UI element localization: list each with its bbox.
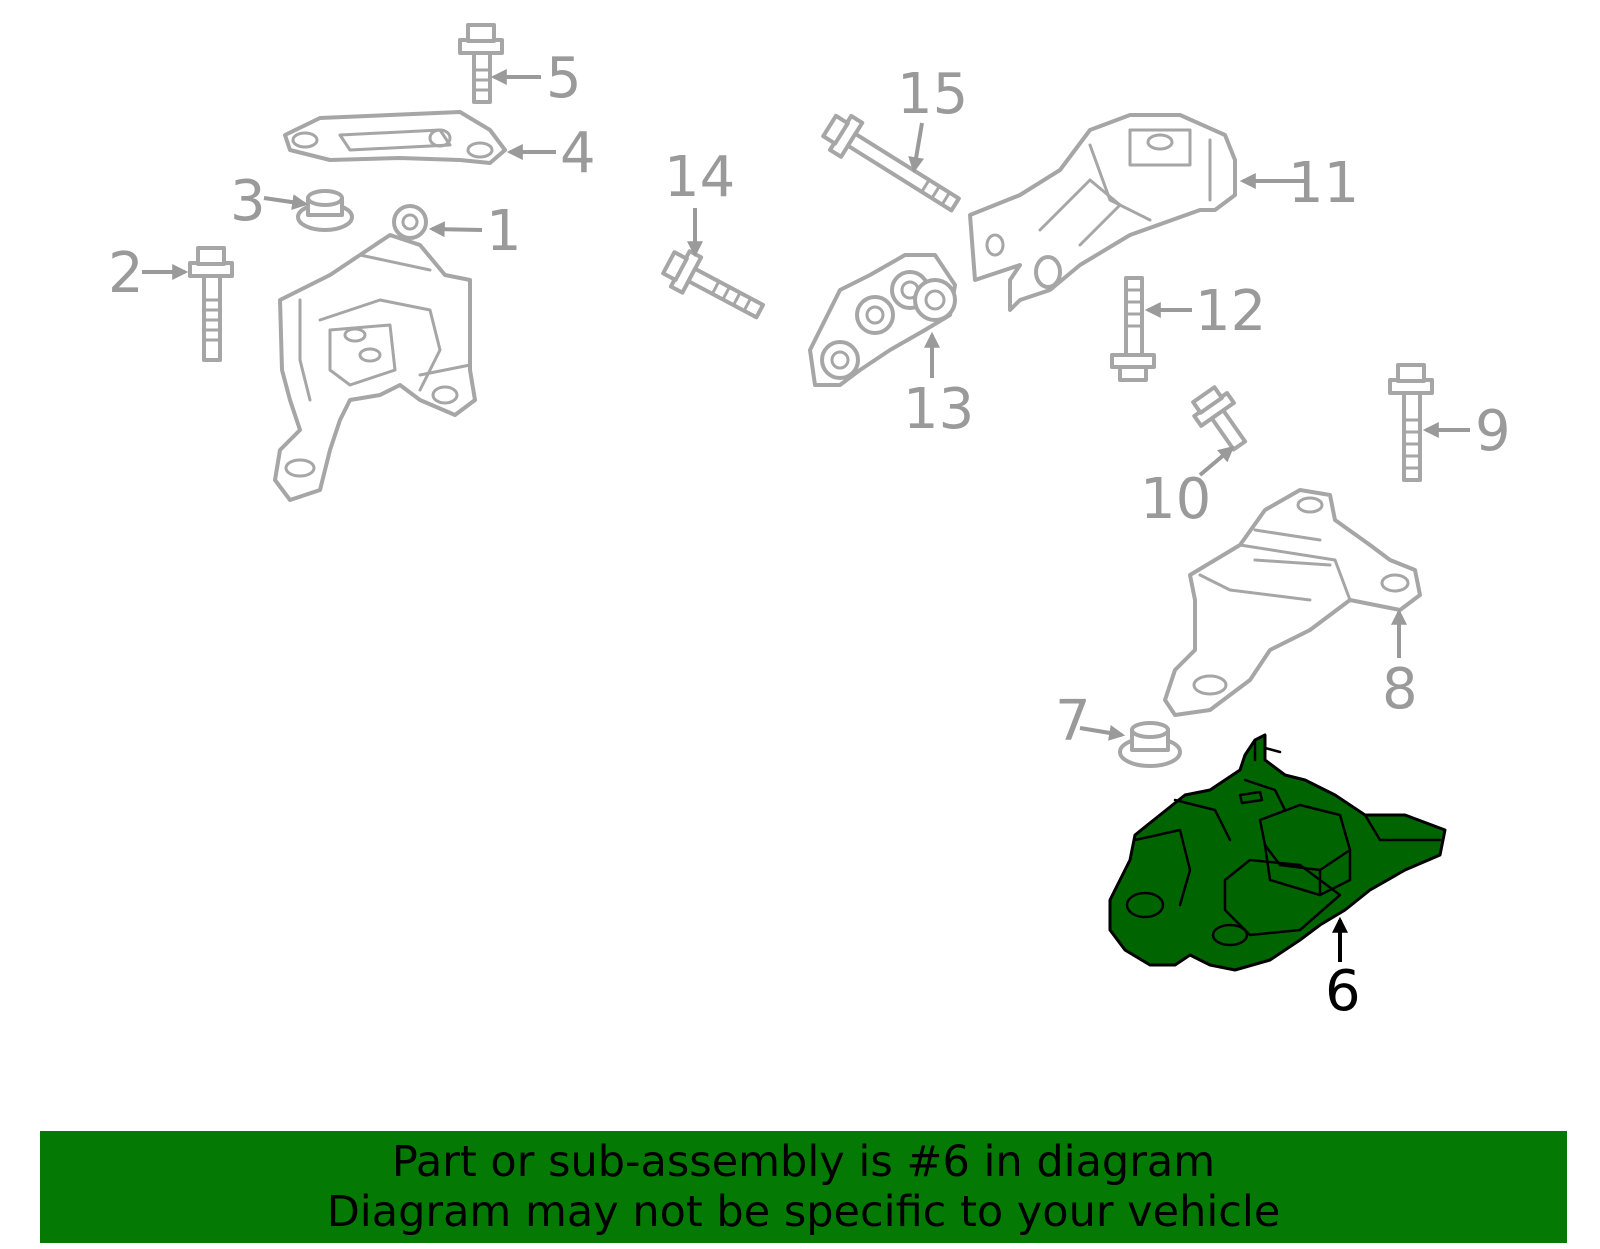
callout-5: 5 <box>546 46 582 111</box>
part-2-bolt[interactable] <box>188 246 234 362</box>
callout-15: 15 <box>897 62 968 127</box>
part-9-bolt[interactable] <box>1388 363 1434 482</box>
banner-line-2: Diagram may not be specific to your vehi… <box>326 1187 1281 1237</box>
info-banner: Part or sub-assembly is #6 in diagram Di… <box>40 1131 1567 1243</box>
part-14-bolt[interactable] <box>659 245 769 329</box>
part-15-bolt[interactable] <box>819 109 966 221</box>
callout-11: 11 <box>1288 151 1359 216</box>
callout-4: 4 <box>560 121 596 186</box>
part-13-link[interactable] <box>808 253 957 387</box>
part-10-bolt[interactable] <box>1187 383 1255 457</box>
callout-12: 12 <box>1195 279 1266 344</box>
part-4-bracket[interactable] <box>283 110 507 165</box>
callout-9: 9 <box>1475 399 1511 464</box>
part-1-engine-mount[interactable] <box>273 204 477 502</box>
callout-1: 1 <box>486 199 522 264</box>
callout-8: 8 <box>1382 657 1418 722</box>
callout-2: 2 <box>108 241 144 306</box>
banner-line-1: Part or sub-assembly is #6 in diagram <box>391 1137 1216 1187</box>
callout-3: 3 <box>230 169 266 234</box>
callout-7: 7 <box>1055 689 1091 754</box>
callout-10: 10 <box>1140 467 1211 532</box>
callout-6: 6 <box>1325 959 1361 1024</box>
part-12-bolt[interactable] <box>1110 276 1156 382</box>
callout-13: 13 <box>903 377 974 442</box>
callout-14: 14 <box>664 145 735 210</box>
leader-lines <box>142 69 1470 962</box>
part-11-upper-mount[interactable] <box>968 113 1237 312</box>
part-5-bolt[interactable] <box>458 23 504 104</box>
part-6-transmission-mount[interactable] <box>1108 733 1447 972</box>
part-3-nut[interactable] <box>296 189 354 232</box>
part-7-nut[interactable] <box>1118 721 1182 768</box>
part-8-mount-bracket[interactable] <box>1163 488 1422 717</box>
